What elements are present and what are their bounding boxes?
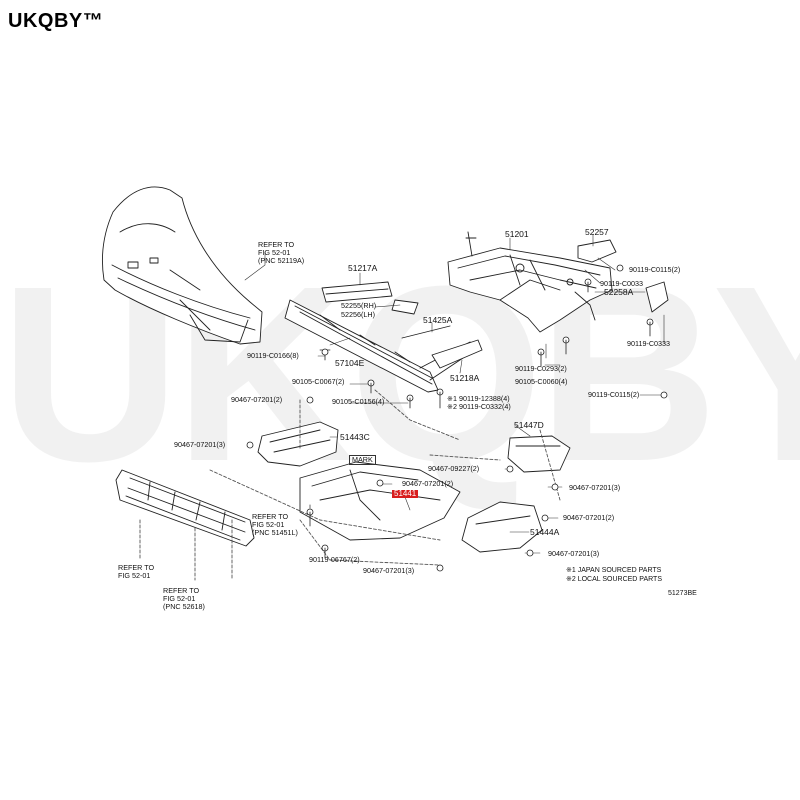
splash-shield-51447D [507,435,571,473]
bolt-label-90119-c0115-b: 90119-C0115(2) [588,390,640,399]
note-local-sourced: ※2 LOCAL SOURCED PARTS [566,576,662,583]
upper-brackets [321,281,451,339]
bolt-label-90119-c0333: 90119-C0333 [627,339,671,348]
bolt-label-90467-07201-e: 90467-07201(2) [563,513,615,522]
bolt-label-90105-c0067: 90105-C0067(2) [292,377,345,386]
bolt-label-90119-06767: 90119-06767(2) [309,555,360,564]
part-label-52255: 52255(RH) [341,301,377,310]
part-label-51447d: 51447D [514,420,544,430]
bolt-label-90119-12388: ※1 90119-12388(4) [447,394,510,403]
crossmember-brackets [577,239,669,313]
lower-grille [115,469,255,547]
splash-shield-51443C [257,421,339,467]
brand-logo: UKQBY™ [8,10,104,32]
bolt-label-90467-07201-c: 90467-07201(3) [569,483,621,492]
bolt-label-90119-c0115: 90119-C0115(2) [629,265,681,274]
highlighted-part-51441[interactable]: 51441 [392,489,419,498]
bolt-label-90467-07201-g: 90467-07201(3) [363,566,415,575]
bolt-label-90467-07201-b: 90467-07201(3) [174,440,226,449]
bolt-label-90467-07201-f: 90467-07201(3) [548,549,600,558]
bumper-reinforcement [284,299,479,393]
bolt-label-90467-07201-a: 90467-07201(2) [231,395,283,404]
part-label-51443c: 51443C [340,432,370,442]
bracket-51218A [431,339,483,369]
mark-label: MARK [349,455,376,465]
bolt-label-90119-c0332: ※2 90119-C0332(4) [447,402,511,411]
front-suspension-crossmember [447,231,613,333]
front-bumper-cover [102,186,263,345]
part-label-52256: 52256(LH) [341,310,375,319]
part-label-52257: 52257 [585,227,609,237]
part-label-51201: 51201 [505,229,529,239]
part-label-51425a: 51425A [423,315,453,325]
drawing-id: 51273BE [668,590,697,597]
engine-under-cover-51441 [299,461,461,541]
part-label-51444a: 51444A [530,527,560,537]
bolt-label-90467-09227: 90467-09227(2) [428,464,480,473]
bolt-label-90105-c0060: 90105-C0060(4) [515,377,568,386]
note-japan-sourced: ※1 JAPAN SOURCED PARTS [566,567,662,574]
bolt-label-90119-c0166: 90119-C0166(8) [247,351,299,360]
part-label-52258a: 52258A [604,287,634,297]
bolt-label-90119-c0293: 90119-C0293(2) [515,364,567,373]
part-label-51218a: 51218A [450,373,480,383]
bolt-label-90105-c0156: 90105-C0156(4) [332,397,385,406]
bolt-label-90119-c0033: 90119-C0033 [600,279,644,288]
part-label-57104e: 57104E [335,358,365,368]
bolt-label-90467-07201-d: 90467-07201(2) [402,479,454,488]
part-label-51217a: 51217A [348,263,378,273]
splash-shield-51444A [461,501,543,553]
